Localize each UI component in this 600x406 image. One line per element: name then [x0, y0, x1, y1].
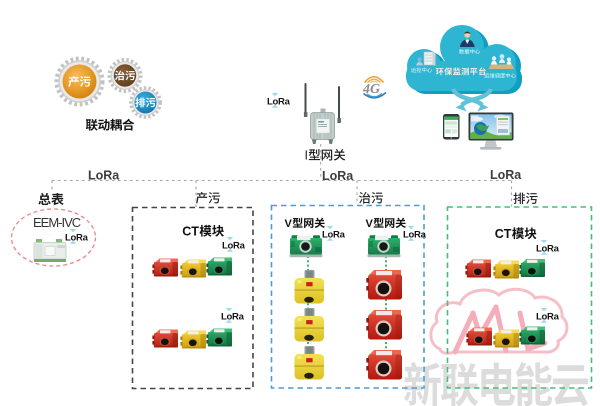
- svg-text:LoRa: LoRa: [322, 169, 354, 183]
- svg-text:LoRa: LoRa: [88, 169, 120, 183]
- svg-text:I: I: [305, 149, 308, 163]
- svg-text:LoRa: LoRa: [490, 168, 522, 182]
- svg-text:EEM-IVC: EEM-IVC: [33, 215, 81, 230]
- svg-text:4G: 4G: [362, 82, 380, 97]
- svg-text:CT: CT: [182, 225, 199, 239]
- svg-text:V: V: [366, 218, 374, 230]
- svg-text:CT: CT: [495, 227, 512, 241]
- svg-text:V: V: [285, 218, 293, 230]
